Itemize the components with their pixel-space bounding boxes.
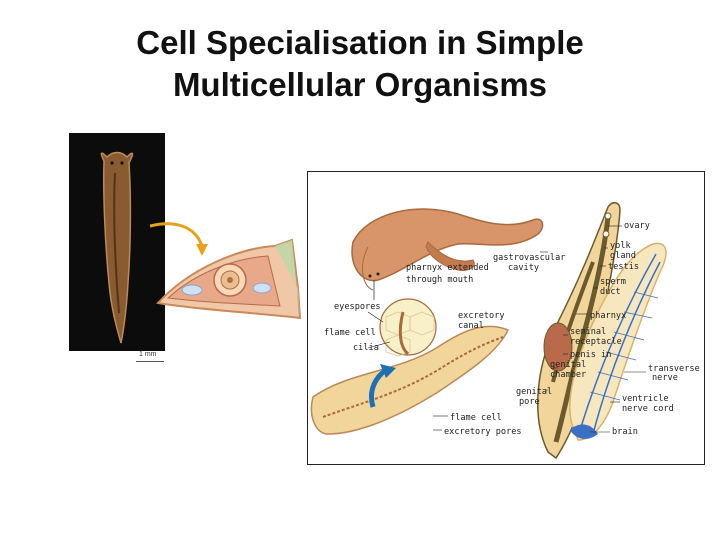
label-chamber: chamber xyxy=(550,370,586,380)
label-pharnyx: pharnyx xyxy=(590,311,626,321)
label-nerve-cord: nerve cord xyxy=(622,404,674,414)
label-sperm: sperm xyxy=(600,277,626,287)
label-ventricle: ventricle xyxy=(622,394,669,404)
label-ovary: ovary xyxy=(624,221,650,231)
label-flame-cell-bottom: flame cell xyxy=(450,413,502,423)
label-cavity: cavity xyxy=(508,263,539,273)
label-canal: canal xyxy=(458,321,484,331)
flatworm-photo-drawing xyxy=(100,151,134,344)
label-duct: duct xyxy=(600,287,621,297)
cross-section-drawing xyxy=(149,222,302,320)
label-testis: testis xyxy=(608,262,639,272)
label-nerve: nerve xyxy=(652,373,678,383)
label-pharnyx-extended: pharnyx extended xyxy=(406,263,489,273)
label-flame-cell: flame cell xyxy=(324,328,376,338)
slide-title: Cell Specialisation in Simple Multicellu… xyxy=(60,22,660,106)
label-brain: brain xyxy=(612,427,638,437)
label-transverse: transverse xyxy=(648,364,700,374)
label-through-mouth: through mouth xyxy=(406,275,473,285)
label-yolk: yolk xyxy=(610,241,632,251)
label-eyespores: eyespores xyxy=(334,302,381,312)
label-penis-in: penis in xyxy=(570,350,611,360)
label-gland: gland xyxy=(610,251,636,261)
label-receptacle: receptacle xyxy=(570,337,622,347)
slide-title-line-1: Cell Specialisation in Simple xyxy=(136,24,584,61)
slide-title-line-2: Multicellular Organisms xyxy=(172,66,548,103)
gold-arrow-icon xyxy=(149,222,204,247)
label-seminal: seminal xyxy=(570,327,606,337)
scale-bar xyxy=(136,361,164,362)
label-excretory-pores: excretory pores xyxy=(444,427,522,437)
flatworm-photo xyxy=(69,133,165,351)
label-pore: pore xyxy=(519,397,540,407)
label-genital: genital xyxy=(550,360,586,370)
label-gastrovascular: gastrovascular xyxy=(493,253,565,263)
label-cilia: cilia xyxy=(353,343,379,353)
scale-label: 1 mm xyxy=(139,351,157,358)
label-genital-2: genital xyxy=(516,387,552,397)
label-excretory: excretory xyxy=(458,311,505,321)
planaria-anatomy-drawing: ovary yolk gland testis sperm duct gastr… xyxy=(310,202,700,460)
planaria-anatomy-diagram: ovary yolk gland testis sperm duct gastr… xyxy=(307,171,705,465)
cross-section xyxy=(149,218,305,333)
